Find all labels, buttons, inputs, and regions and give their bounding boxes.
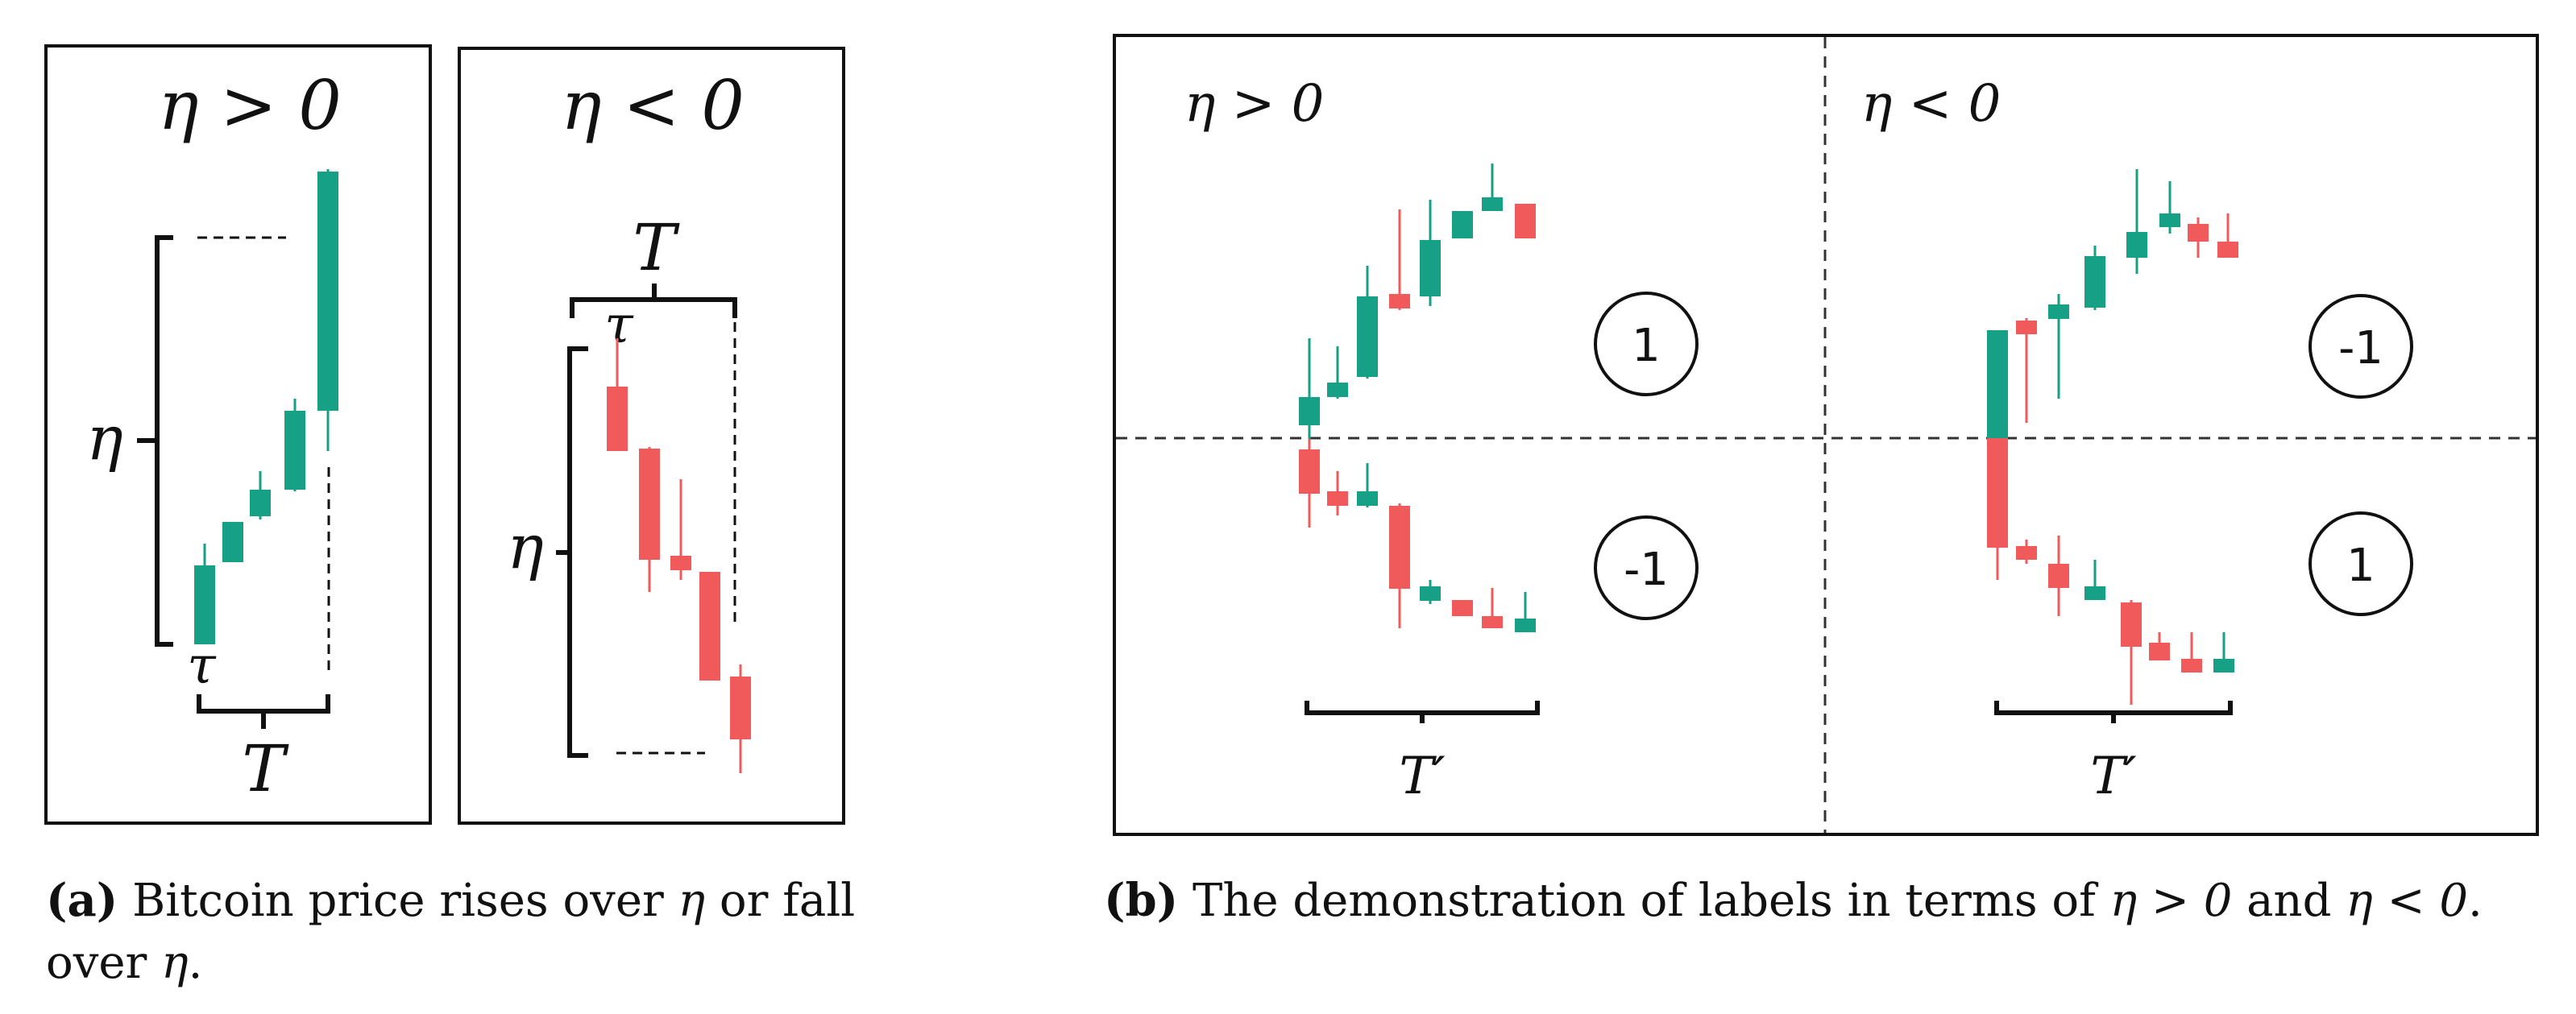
candle-b-ll-3 [1357,463,1378,507]
candle-b-rl-8 [2213,632,2234,673]
caption-b-letter: b [1125,874,1157,927]
candle-a-left-2 [222,522,243,562]
svg-text:-1: -1 [2338,322,2383,375]
tau-label-right: τ [604,296,634,355]
candle-b-rl-5 [2121,600,2142,705]
T-prime-label-left: T′ [1399,747,1446,806]
candle-b-lu-6 [1452,211,1473,238]
caption-b-text1: The demonstration of labels in terms of [1192,875,2096,927]
candle-b-rl-1 [1987,438,2008,580]
candle-b-ll-5 [1420,580,1441,604]
candles-b-left-upper [1299,163,1536,439]
candle-b-ll-8 [1515,592,1536,632]
T-bracket-right [570,284,737,318]
T-prime-bracket-right [1994,701,2233,723]
candle-b-ru-6 [2159,181,2180,234]
candle-b-ll-1 [1299,439,1320,528]
candle-b-ru-7 [2188,217,2209,258]
T-prime-bracket-left [1305,701,1540,723]
candle-a-left-4 [284,399,305,491]
label-circle-left-lower: -1 [1594,515,1699,620]
caption-b: (b) The demonstration of labels in terms… [1104,874,2483,927]
caption-a-eta2: η [161,937,189,989]
panel-a-right-title: η < 0 [561,66,745,145]
caption-a-eta1: η [678,875,706,927]
caption-b-eta-pos: η > 0 [2109,875,2233,927]
candle-b-ru-3 [2048,294,2069,399]
label-circle-left-upper: 1 [1594,292,1699,396]
candle-b-rl-4 [2084,560,2105,600]
caption-a-period: . [188,937,203,989]
panel-b-frame [1113,34,2539,836]
label-circle-right-lower: 1 [2308,511,2413,616]
candles-b-right-upper [1987,169,2238,438]
candle-b-lu-1 [1299,338,1320,439]
candle-b-lu-4 [1389,209,1410,310]
candle-b-rl-7 [2181,632,2202,673]
candle-b-lu-2 [1327,346,1348,399]
candle-b-ru-2 [2016,318,2037,423]
caption-b-period: . [2468,875,2483,927]
candle-a-right-4 [699,572,720,681]
candle-a-left-5 [317,169,338,451]
svg-text:1: 1 [2346,540,2375,592]
caption-a-text1: Bitcoin price rises over [132,875,664,927]
candle-b-ll-7 [1482,588,1503,628]
caption-a-text3: over [46,937,147,989]
caption-b-and: and [2246,875,2332,927]
candle-a-right-5 [730,664,751,773]
panel-a-left-frame [44,44,432,825]
candle-a-right-1 [607,338,628,451]
candle-b-ru-1 [1987,330,2008,438]
candle-b-rl-3 [2048,536,2069,616]
candle-b-ru-4 [2084,246,2105,310]
panel-a-left: η > 0 η τ T [44,44,432,825]
label-circle-right-upper: -1 [2308,294,2413,399]
candle-b-ll-2 [1327,471,1348,515]
candles-b-right-lower [1987,438,2234,705]
candle-a-right-3 [670,479,691,580]
panel-a-right: η < 0 T τ η [458,47,845,825]
eta-bracket [137,235,173,647]
eta-bracket-right [556,346,588,758]
eta-label: η [86,402,123,474]
candle-b-lu-8 [1515,204,1536,238]
panel-a-right-frame [458,47,845,825]
T-bracket [197,694,330,729]
candle-b-ru-8 [2217,213,2238,258]
panel-b-right-title: η < 0 [1861,74,2001,134]
candle-b-ll-4 [1389,503,1410,628]
svg-text:1: 1 [1632,320,1661,372]
svg-text:-1: -1 [1624,544,1669,596]
panel-a-left-title: η > 0 [158,66,342,145]
tau-label: τ [187,636,217,696]
candles-b-left-lower [1299,439,1536,632]
candle-b-ll-6 [1452,600,1473,616]
candle-a-left-1 [194,544,215,644]
candle-b-ru-5 [2126,169,2147,274]
panel-b: η > 0 η < 0 1 -1 -1 1 T′ T′ [1113,34,2539,836]
T-prime-label-right: T′ [2090,747,2137,806]
eta-label-right: η [507,511,544,582]
caption-b-eta-neg: η < 0 [2346,875,2468,927]
candle-b-rl-2 [2016,540,2037,564]
caption-a-letter: a [67,874,97,927]
caption-a-line1: (a) Bitcoin price rises over η or fall [46,874,856,927]
candle-a-right-2 [639,447,660,592]
candle-b-lu-5 [1420,200,1441,306]
candle-b-lu-3 [1357,266,1378,379]
T-label-right: T [633,210,680,285]
caption-a-line2: over η. [46,934,202,992]
panel-b-left-title: η > 0 [1184,74,1324,134]
candle-b-lu-7 [1482,163,1503,211]
T-label: T [242,731,289,806]
candle-b-rl-6 [2149,632,2170,660]
candle-a-left-3 [250,471,271,519]
caption-a-text2: or fall [719,875,856,927]
